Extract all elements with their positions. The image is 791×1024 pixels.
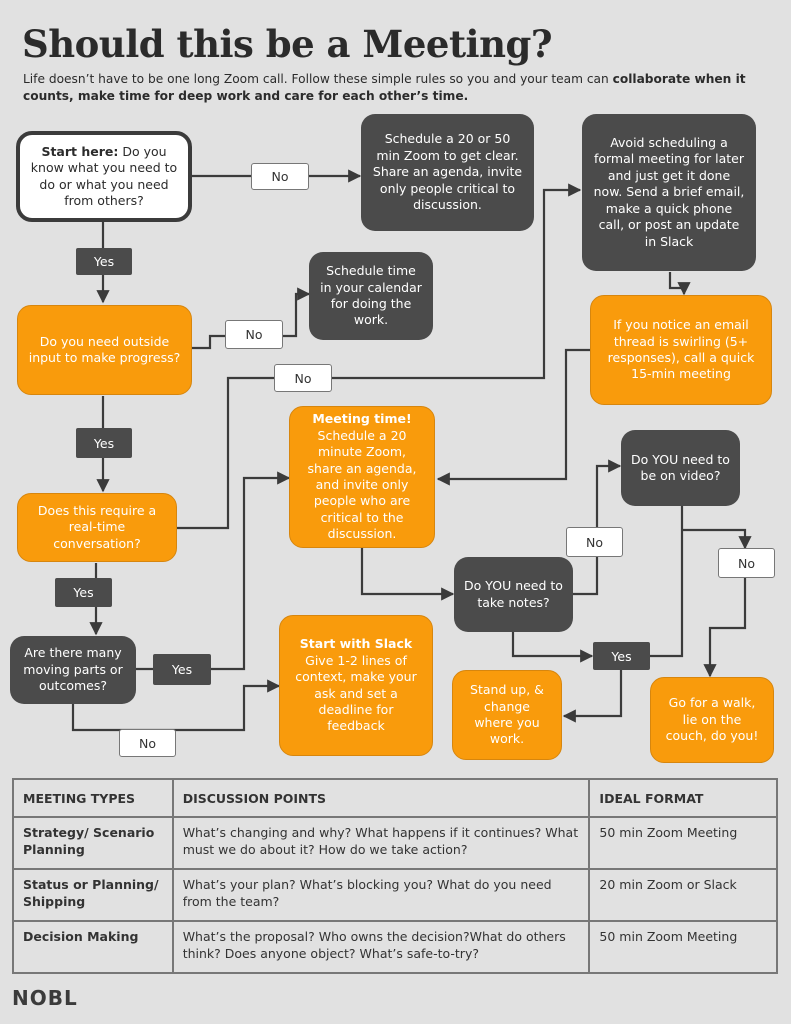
arrow-realtime-to-avoid (177, 183, 582, 530)
table-row: Decision Making What’s the proposal? Who… (12, 920, 778, 974)
arrow-yes-to-standup (562, 670, 623, 723)
meeting-type-cell: Status or Planning/ Shipping (12, 868, 174, 922)
label-no: No (718, 548, 775, 578)
moving-parts-text: Are there many moving parts or outcomes? (23, 645, 123, 694)
need-video-text: Do YOU need to be on video? (631, 451, 730, 483)
start-with-slack-node: Start with Slack Give 1-2 lines of conte… (279, 615, 433, 756)
take-notes-text: Do YOU need to take notes? (464, 578, 563, 610)
go-for-walk-text: Go for a walk, lie on the couch, do you! (665, 695, 759, 744)
table-row: Strategy/ Scenario Planning What’s chang… (12, 816, 778, 870)
arrow-video-to-yes (650, 506, 684, 658)
outside-input-node: Do you need outside input to make progre… (17, 305, 192, 395)
label-yes: Yes (55, 578, 112, 607)
subtitle-plain: Life doesn’t have to be one long Zoom ca… (23, 72, 613, 86)
page-title: Should this be a Meeting? (22, 22, 553, 66)
need-video-node: Do YOU need to be on video? (621, 430, 740, 506)
outside-input-text: Do you need outside input to make progre… (28, 333, 181, 365)
label-no: No (251, 163, 309, 190)
label-no: No (566, 527, 623, 557)
start-here-text: Do you know what you need to do or what … (30, 143, 178, 208)
start-with-slack-label: Start with Slack (299, 636, 413, 652)
start-here-node: Start here: Do you know what you need to… (16, 131, 192, 222)
moving-parts-node: Are there many moving parts or outcomes? (10, 636, 136, 704)
arrow-no-to-walk (703, 578, 747, 678)
meeting-types-table: MEETING TYPES DISCUSSION POINTS IDEAL FO… (12, 778, 778, 974)
flowchart-connectors (71, 169, 752, 732)
arrow-moving-to-slack (71, 679, 281, 732)
take-notes-node: Do YOU need to take notes? (454, 557, 573, 632)
nobl-logo: NOBL (12, 986, 78, 1010)
label-no: No (119, 729, 176, 757)
meeting-time-label: Meeting time! (312, 411, 412, 427)
ideal-format-cell: 50 min Zoom Meeting (588, 816, 778, 870)
email-swirling-text: If you notice an email thread is swirlin… (607, 317, 755, 382)
schedule-time-node: Schedule time in your calendar for doing… (309, 252, 433, 340)
page-subtitle: Life doesn’t have to be one long Zoom ca… (23, 71, 763, 105)
schedule-time-text: Schedule time in your calendar for doing… (320, 263, 422, 328)
column-header-ideal-format: IDEAL FORMAT (588, 778, 778, 818)
column-header-meeting-types: MEETING TYPES (12, 778, 174, 818)
table-row: Status or Planning/ Shipping What’s your… (12, 868, 778, 922)
column-header-discussion-points: DISCUSSION POINTS (171, 778, 591, 818)
label-yes: Yes (76, 428, 132, 458)
label-yes: Yes (593, 642, 650, 670)
meeting-type-cell: Decision Making (12, 920, 174, 974)
label-no: No (225, 320, 283, 349)
avoid-formal-meeting-text: Avoid scheduling a formal meeting for la… (593, 135, 745, 249)
schedule-20-50-text: Schedule a 20 or 50 min Zoom to get clea… (372, 131, 523, 213)
ideal-format-cell: 50 min Zoom Meeting (588, 920, 778, 974)
start-here-label: Start here: (41, 143, 119, 159)
meeting-type-cell: Strategy/ Scenario Planning (12, 816, 174, 870)
arrow-avoid-to-email (668, 272, 691, 296)
arrow-email-to-meeting (436, 348, 590, 486)
real-time-text: Does this require a real-time conversati… (37, 502, 157, 551)
arrow-notes-to-yes (511, 632, 594, 663)
start-with-slack-text: Give 1-2 lines of context, make your ask… (295, 652, 417, 734)
email-swirling-node: If you notice an email thread is swirlin… (590, 295, 772, 405)
discussion-points-cell: What’s the proposal? Who owns the decisi… (171, 920, 591, 974)
table-header-row: MEETING TYPES DISCUSSION POINTS IDEAL FO… (12, 778, 778, 818)
discussion-points-cell: What’s your plan? What’s blocking you? W… (171, 868, 591, 922)
arrow-video-to-walk (682, 528, 752, 550)
arrow-meeting-to-notes (360, 548, 455, 601)
discussion-points-cell: What’s changing and why? What happens if… (171, 816, 591, 870)
real-time-node: Does this require a real-time conversati… (17, 493, 177, 562)
ideal-format-cell: 20 min Zoom or Slack (588, 868, 778, 922)
stand-up-node: Stand up, & change where you work. (452, 670, 562, 760)
label-yes: Yes (76, 248, 132, 275)
subtitle-bold: collaborate when it counts, make time fo… (23, 72, 746, 103)
avoid-formal-meeting-node: Avoid scheduling a formal meeting for la… (582, 114, 756, 271)
go-for-walk-node: Go for a walk, lie on the couch, do you! (650, 677, 774, 763)
meeting-time-text: Schedule a 20 minute Zoom, share an agen… (307, 427, 417, 542)
meeting-time-node: Meeting time! Schedule a 20 minute Zoom,… (289, 406, 435, 548)
label-no: No (274, 364, 332, 392)
label-yes: Yes (153, 654, 211, 685)
schedule-20-50-node: Schedule a 20 or 50 min Zoom to get clea… (361, 114, 534, 231)
stand-up-text: Stand up, & change where you work. (470, 682, 544, 747)
